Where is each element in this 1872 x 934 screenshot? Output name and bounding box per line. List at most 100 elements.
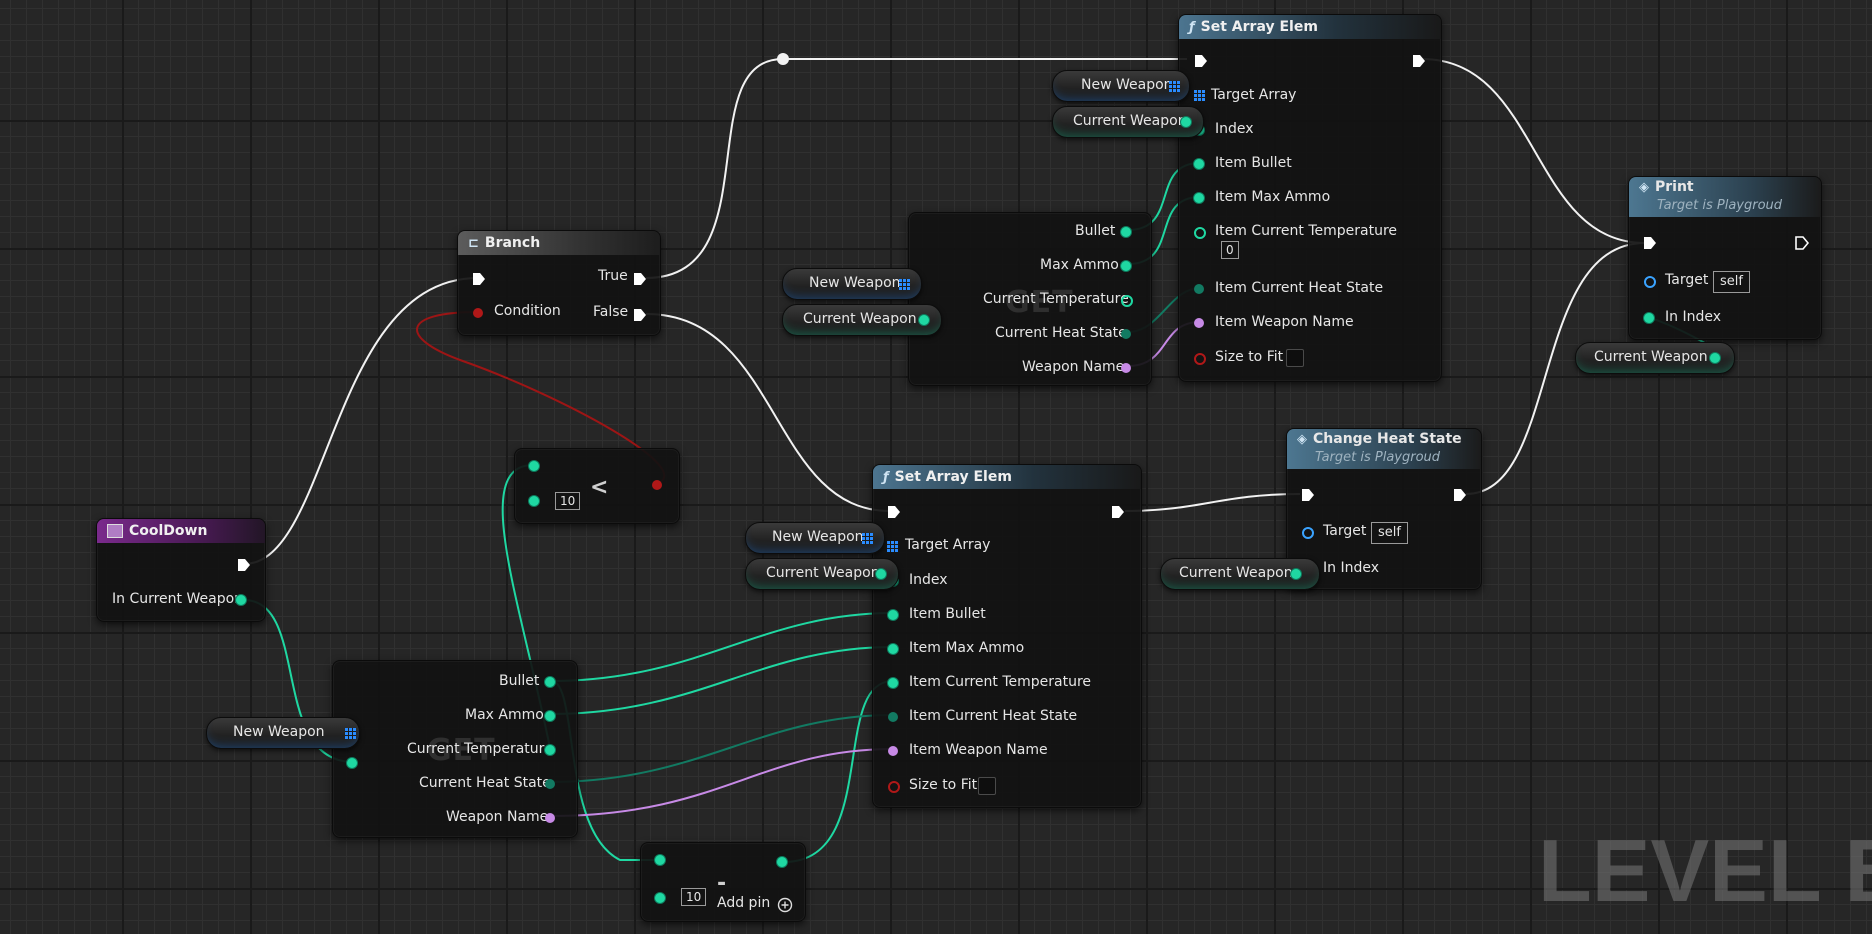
output-pin[interactable] [876, 569, 886, 579]
pin-label: Target Array [905, 537, 991, 553]
cooldown-event-node[interactable]: CoolDown In Current Weapon [96, 518, 266, 622]
target-self-input[interactable]: self [1371, 522, 1408, 544]
false-exec-pin[interactable] [633, 308, 647, 322]
item-bullet-pin[interactable] [1194, 159, 1204, 169]
add-pin-label[interactable]: Add pin [717, 895, 771, 911]
node-header: ◈Change Heat State Target is Playgroud [1287, 429, 1481, 469]
bullet-pin[interactable] [1121, 227, 1131, 237]
weapon-name-pin[interactable] [1121, 363, 1131, 373]
item-max-ammo-pin[interactable] [888, 644, 898, 654]
result-pin[interactable] [652, 480, 662, 490]
current-weapon-variable[interactable]: Current Weapon [782, 304, 942, 336]
item-current-temperature-pin[interactable] [888, 678, 898, 688]
exec-in-pin[interactable] [1643, 236, 1657, 250]
b-value-input[interactable]: 10 [681, 888, 707, 906]
bullet-pin[interactable] [545, 677, 555, 687]
pin-label: Weapon Name [446, 809, 549, 825]
in-current-weapon-pin[interactable] [236, 595, 246, 605]
temperature-default-input[interactable]: 0 [1221, 241, 1239, 259]
new-weapon-variable[interactable]: New Weapon [782, 268, 922, 300]
true-exec-pin[interactable] [633, 272, 647, 286]
new-weapon-variable[interactable]: New Weapon [206, 717, 360, 749]
size-to-fit-pin[interactable] [888, 781, 900, 793]
item-current-heat-state-pin[interactable] [1194, 284, 1204, 294]
get-watermark: GET [1005, 285, 1074, 320]
node-header: ⊏Branch [458, 231, 660, 255]
exec-in-pin[interactable] [1301, 488, 1315, 502]
pin-label: Index [1215, 121, 1254, 137]
exec-out-pin[interactable] [1412, 54, 1426, 68]
b-input-pin[interactable] [655, 893, 665, 903]
current-weapon-variable[interactable]: Current Weapon [1575, 342, 1735, 374]
array-icon[interactable] [887, 541, 898, 552]
item-max-ammo-pin[interactable] [1194, 193, 1204, 203]
in-index-pin[interactable] [1644, 313, 1654, 323]
item-current-temperature-pin[interactable] [1194, 227, 1206, 239]
new-weapon-variable[interactable]: New Weapon [745, 522, 885, 554]
output-pin[interactable] [1181, 117, 1191, 127]
size-to-fit-checkbox[interactable] [978, 777, 996, 795]
exec-out-pin[interactable] [1453, 488, 1467, 502]
new-weapon-variable[interactable]: New Weapon [1052, 70, 1190, 102]
item-current-heat-state-pin[interactable] [888, 712, 898, 722]
pin-label: Item Weapon Name [909, 742, 1048, 758]
a-input-pin[interactable] [529, 461, 539, 471]
output-pin[interactable] [1291, 569, 1301, 579]
exec-in-pin[interactable] [887, 505, 901, 519]
subtract-node[interactable]: - 10 Add pin [640, 842, 806, 922]
target-pin[interactable] [1644, 276, 1656, 288]
print-node[interactable]: ◈Print Target is Playgroud Target self I… [1628, 176, 1822, 340]
array-icon[interactable] [1194, 90, 1205, 101]
pin-label: Current Heat State [995, 325, 1127, 341]
current-temperature-pin[interactable] [545, 745, 555, 755]
weapon-name-pin[interactable] [545, 813, 555, 823]
current-temperature-pin[interactable] [1121, 295, 1133, 307]
size-to-fit-pin[interactable] [1194, 353, 1206, 365]
b-value-input[interactable]: 10 [555, 492, 581, 510]
current-weapon-variable[interactable]: Current Weapon [1160, 558, 1320, 590]
node-title: Set Array Elem [1200, 19, 1318, 35]
array-icon [899, 279, 910, 290]
b-input-pin[interactable] [529, 496, 539, 506]
get-node-top[interactable]: GET Bullet Max Ammo Current Temperature … [908, 212, 1152, 386]
a-input-pin[interactable] [655, 855, 665, 865]
array-icon [1169, 81, 1180, 92]
exec-out-pin[interactable] [237, 558, 251, 572]
size-to-fit-checkbox[interactable] [1286, 349, 1304, 367]
item-weapon-name-pin[interactable] [888, 746, 898, 756]
in-index-label: In Index [1665, 309, 1721, 325]
exec-in-pin[interactable] [472, 272, 486, 286]
max-ammo-pin[interactable] [1121, 261, 1131, 271]
item-weapon-name-pin[interactable] [1194, 318, 1204, 328]
false-label: False [593, 304, 629, 320]
current-weapon-variable[interactable]: Current Weapon [1052, 106, 1204, 138]
exec-out-pin[interactable] [1111, 505, 1125, 519]
pin-label: Max Ammo [1040, 257, 1119, 273]
target-pin[interactable] [1302, 527, 1314, 539]
current-weapon-variable[interactable]: Current Weapon [745, 558, 899, 590]
output-pin[interactable] [1710, 353, 1720, 363]
get-node-bottom[interactable]: GET Bullet Max Ammo Current Temperature … [332, 660, 578, 838]
branch-node[interactable]: ⊏Branch True Condition False [457, 230, 661, 336]
condition-pin[interactable] [473, 308, 483, 318]
pin-label: Item Bullet [909, 606, 986, 622]
current-heat-state-pin[interactable] [545, 779, 555, 789]
less-than-node[interactable]: 10 < [514, 448, 680, 524]
exec-out-pin[interactable] [1795, 236, 1809, 250]
change-heat-state-node[interactable]: ◈Change Heat State Target is Playgroud T… [1286, 428, 1482, 590]
array-input-pin[interactable] [347, 758, 357, 768]
node-title: Print [1655, 179, 1694, 195]
max-ammo-pin[interactable] [545, 711, 555, 721]
branch-icon: ⊏ [468, 235, 479, 251]
result-pin[interactable] [777, 857, 787, 867]
add-pin-icon[interactable] [777, 897, 793, 913]
in-index-label: In Index [1323, 560, 1379, 576]
level-blueprint-watermark: LEVEL BI [1538, 821, 1872, 920]
exec-in-pin[interactable] [1194, 54, 1208, 68]
output-pin[interactable] [919, 315, 929, 325]
current-heat-state-pin[interactable] [1121, 329, 1131, 339]
target-self-input[interactable]: self [1713, 271, 1750, 293]
item-bullet-pin[interactable] [888, 610, 898, 620]
